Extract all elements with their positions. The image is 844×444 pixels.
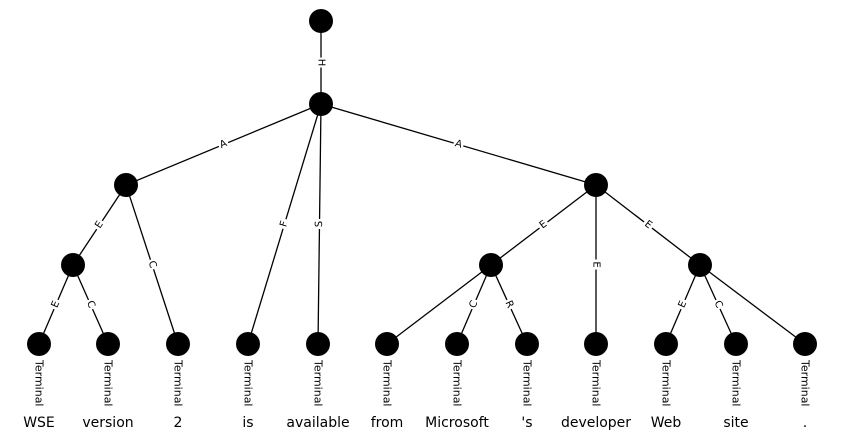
edge-label-bg (48, 297, 64, 312)
edge-label: C (84, 299, 97, 310)
edge-label: C (712, 299, 725, 310)
edge-label-bg (590, 259, 602, 270)
terminal-label: Terminal (660, 359, 673, 407)
edge-label-bg (82, 297, 99, 312)
terminal-label: Terminal (381, 359, 394, 407)
terminal-label: Terminal (102, 359, 115, 407)
word-label: site (723, 415, 748, 431)
edge-label-bg (452, 137, 465, 152)
edge-label-bg (91, 217, 108, 233)
terminal-node (306, 332, 330, 356)
node-root (309, 9, 333, 33)
edge-label-bg (313, 218, 326, 230)
node-a1 (114, 173, 138, 197)
edge-label-bg (466, 297, 482, 312)
word-label: 2 (174, 415, 183, 431)
node-n1 (309, 92, 333, 116)
terminal-node (236, 332, 260, 356)
terminal-node (724, 332, 748, 356)
edge-label: A (218, 138, 229, 151)
word-label: Microsoft (425, 415, 489, 431)
terminal-node (166, 332, 190, 356)
edge-label: F (278, 219, 290, 228)
word-label: from (371, 415, 404, 431)
edge-label-bg (675, 297, 691, 312)
terminal-label: Terminal (33, 359, 46, 407)
terminal-label: Terminal (730, 359, 743, 407)
terminal-label: Terminal (242, 359, 255, 407)
word-label: is (242, 415, 253, 431)
edge-label-bg (710, 297, 726, 312)
edge-label: C (146, 259, 159, 269)
terminal-node (793, 332, 817, 356)
edge-label-bg (144, 257, 160, 272)
edge-e2-t5 (386, 264, 492, 345)
terminal-node (27, 332, 51, 356)
word-label: available (286, 415, 349, 431)
terminal-node (445, 332, 469, 356)
terminal-label: Terminal (799, 359, 812, 407)
edge-label: E (677, 299, 690, 309)
word-label: developer (561, 415, 631, 431)
terminal-node (515, 332, 539, 356)
edge-label: R (503, 299, 516, 310)
edge-label: E (50, 299, 63, 309)
edge-label-bg (535, 217, 552, 233)
nodes-layer (27, 9, 817, 356)
edge-label: S (314, 221, 325, 227)
terminal-label: Terminal (451, 359, 464, 407)
word-label: version (82, 415, 133, 431)
edge-label: A (454, 138, 464, 151)
terminal-node (654, 332, 678, 356)
node-e3 (688, 253, 712, 277)
edge-label: E (591, 261, 602, 267)
edge-label: E (538, 219, 550, 232)
edge-label: C (468, 299, 481, 310)
edge-label-bg (216, 137, 231, 152)
word-label: Web (651, 415, 682, 431)
edge-label: E (642, 219, 654, 232)
word-label: WSE (23, 415, 55, 431)
edge-label: E (93, 219, 106, 230)
node-e2 (479, 253, 503, 277)
terminal-label: Terminal (312, 359, 325, 407)
terminal-node (96, 332, 120, 356)
word-label: 's (521, 415, 532, 431)
edge-label-bg (277, 217, 292, 231)
edge-label-bg (640, 217, 656, 233)
terminal-label: Terminal (590, 359, 603, 407)
edge-label-bg (501, 297, 517, 312)
edge-e3-t11 (699, 264, 806, 345)
edge-label-bg (315, 57, 327, 68)
terminal-label: Terminal (521, 359, 534, 407)
terminal-node (375, 332, 399, 356)
word-label: . (803, 415, 807, 431)
edges-layer: H A F S A E C E C E E E C R E C (38, 21, 806, 345)
node-a2 (584, 173, 608, 197)
node-e1 (61, 253, 85, 277)
edge-label: H (316, 59, 327, 67)
terminal-node (584, 332, 608, 356)
terminal-label: Terminal (172, 359, 185, 407)
